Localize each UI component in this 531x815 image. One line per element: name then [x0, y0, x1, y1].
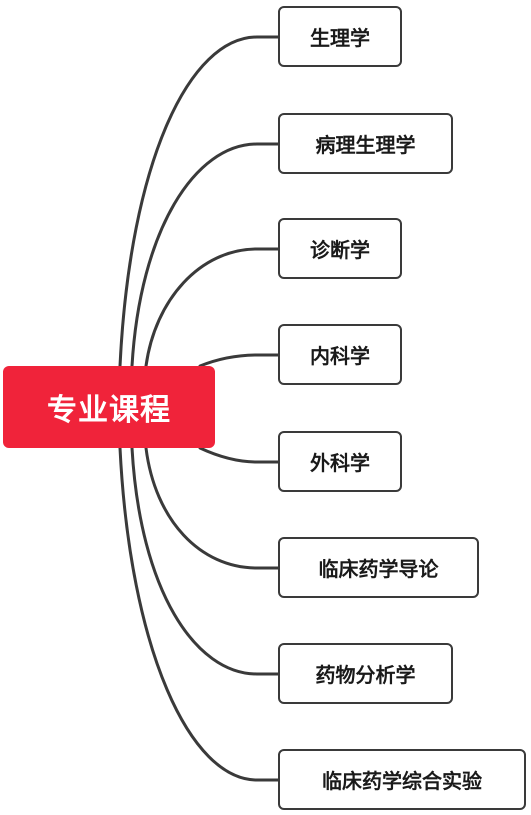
child-node-label: 外科学 — [310, 451, 370, 475]
child-node-surgery[interactable]: 外科学 — [278, 431, 402, 492]
connector-5 — [144, 446, 280, 570]
child-node-pathophysiology[interactable]: 病理生理学 — [278, 113, 453, 174]
connector-3 — [198, 353, 280, 368]
child-node-label: 病理生理学 — [315, 133, 416, 157]
child-node-label: 药物分析学 — [315, 663, 416, 687]
connector-6 — [130, 446, 280, 676]
child-node-label: 内科学 — [310, 344, 370, 368]
child-node-clinical-pharmacy-intro[interactable]: 临床药学导论 — [278, 537, 479, 598]
child-node-diagnostics[interactable]: 诊断学 — [278, 218, 402, 279]
connector-4 — [198, 446, 280, 464]
connector-7 — [118, 446, 280, 782]
child-node-label: 临床药学综合实验 — [322, 769, 482, 793]
connector-1 — [130, 142, 280, 368]
child-node-label: 临床药学导论 — [318, 557, 439, 581]
child-node-label: 诊断学 — [310, 238, 370, 262]
root-node-major-courses[interactable]: 专业课程 — [3, 366, 215, 448]
child-node-physiology[interactable]: 生理学 — [278, 6, 402, 67]
root-node-label: 专业课程 — [47, 393, 171, 428]
child-node-clinical-pharmacy-lab[interactable]: 临床药学综合实验 — [278, 749, 526, 810]
child-node-label: 生理学 — [310, 26, 370, 50]
connector-2 — [144, 247, 280, 368]
child-node-internal-medicine[interactable]: 内科学 — [278, 324, 402, 385]
connector-0 — [118, 35, 280, 368]
child-node-pharmaceutical-analysis[interactable]: 药物分析学 — [278, 643, 453, 704]
